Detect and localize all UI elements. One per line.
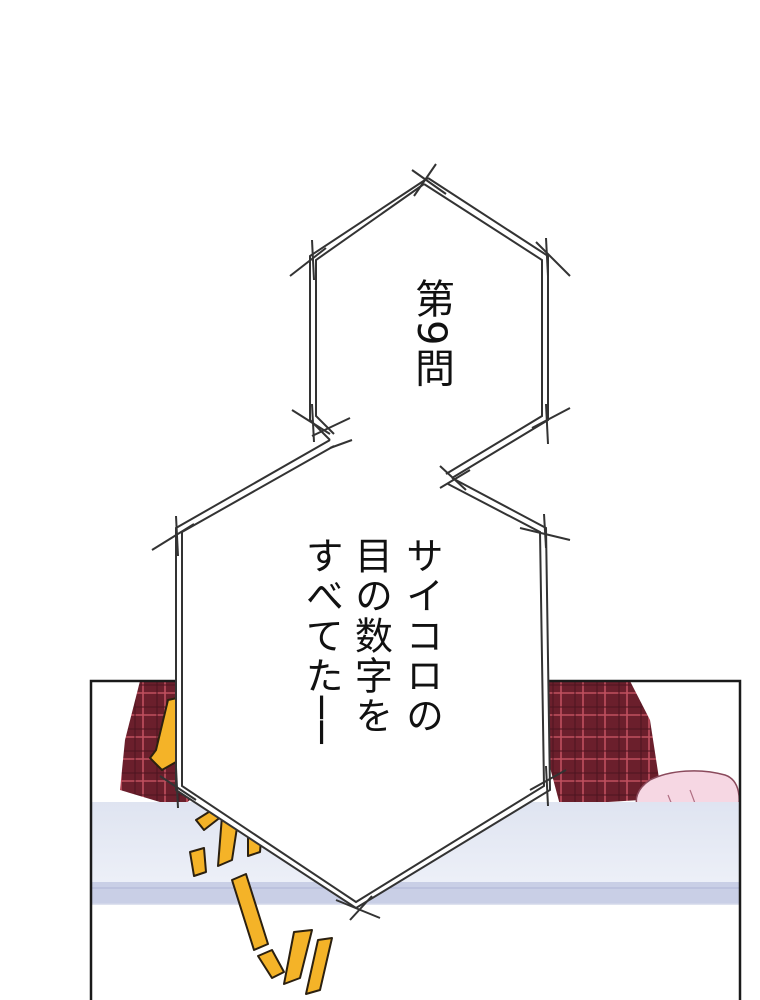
caption-title: 第9問 — [408, 278, 454, 390]
caption-line-1: サイコロの — [399, 536, 444, 736]
caption-line-3: すべてた── — [299, 536, 344, 746]
table-edge — [91, 882, 740, 904]
right-sleeve — [548, 681, 660, 805]
caption-line-2: 目の数字を — [348, 536, 393, 736]
caption-bubble — [151, 163, 571, 921]
bubble-corner-crosses — [151, 163, 571, 921]
